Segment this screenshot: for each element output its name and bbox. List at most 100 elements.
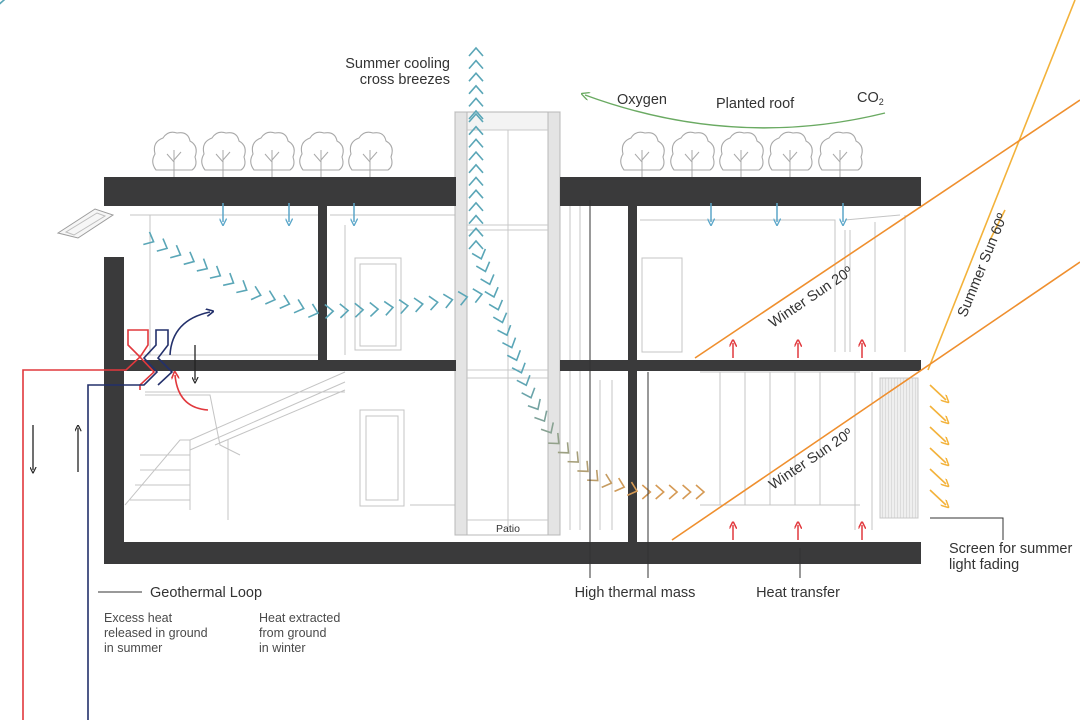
breeze-chevron <box>506 349 522 362</box>
breeze-chevron <box>383 300 395 316</box>
breeze-chevron <box>527 398 541 411</box>
breeze-chevron <box>587 469 599 482</box>
breeze-chevron <box>468 138 484 148</box>
breeze-chevron <box>468 163 484 174</box>
breeze-chevron <box>468 97 484 107</box>
breeze-chevron <box>468 71 484 82</box>
breeze-chevron <box>442 293 454 309</box>
breeze-chevron <box>293 299 305 314</box>
roof-tree-icon <box>250 131 295 177</box>
breeze-chevron <box>577 460 589 473</box>
breeze-chevron <box>516 374 531 387</box>
breeze-chevron <box>468 125 484 136</box>
roof-tree-icon <box>670 131 715 177</box>
summer-screen <box>879 377 919 519</box>
patio-shaft <box>454 111 561 536</box>
breeze-chevron <box>279 294 291 310</box>
breeze-chevron <box>502 337 517 349</box>
breeze-chevron <box>307 303 320 319</box>
geothermal-red-return <box>175 375 209 411</box>
light-fading-arrow <box>929 468 946 484</box>
breeze-chevron <box>468 239 484 250</box>
floor-slab-left <box>104 360 456 371</box>
roof-tree-icon <box>299 131 344 177</box>
breeze-chevron <box>468 176 484 187</box>
breeze-chevron <box>534 410 548 423</box>
breeze-chevron <box>668 484 679 500</box>
breeze-chevron <box>413 297 424 313</box>
breeze-chevron <box>614 477 626 493</box>
geothermal-red-pipe <box>22 329 156 720</box>
roof-tree-icon <box>719 131 764 177</box>
light-fading-arrow <box>929 384 946 400</box>
building-structure <box>104 177 921 564</box>
heat-extracted-line1: Heat extracted <box>259 611 340 625</box>
roof-slab-left <box>104 177 456 206</box>
breeze-chevron <box>601 473 613 489</box>
breeze-chevron <box>468 46 484 57</box>
oxygen-label: Oxygen <box>617 92 667 108</box>
summer-cooling-label-line1: Summer cooling <box>345 56 450 72</box>
breeze-chevron <box>369 301 380 318</box>
screen-label-line2: light fading <box>949 557 1019 573</box>
breeze-chevron <box>497 324 512 337</box>
breeze-chevron <box>488 299 504 311</box>
heat-transfer-label: Heat transfer <box>756 585 840 601</box>
breeze-chevron <box>484 286 499 299</box>
breeze-chevron <box>548 432 560 445</box>
roof-tree-icon <box>620 131 665 177</box>
ground-slab <box>104 542 921 564</box>
breeze-chevron <box>183 251 196 266</box>
breeze-chevron <box>156 238 169 252</box>
roof-tree-icon <box>201 131 246 177</box>
oxygen-co2-arrow <box>585 95 886 129</box>
screen-label-line1: Screen for summer <box>949 541 1072 557</box>
summer-cooling-label-line2: cross breezes <box>360 72 450 88</box>
breeze-chevron <box>557 442 570 454</box>
breeze-chevron <box>655 484 665 500</box>
winter-sun-ray-upper <box>694 99 1080 359</box>
roof-tree-icon <box>818 131 863 177</box>
floor-slab-right <box>560 360 921 371</box>
breeze-chevron <box>236 279 248 294</box>
left-wall <box>104 257 124 564</box>
breeze-chevron <box>398 299 410 315</box>
light-fading-arrow <box>929 405 946 421</box>
geothermal-blue-pipe <box>87 329 174 720</box>
breeze-chevron <box>468 201 484 212</box>
breeze-chevron <box>567 451 580 463</box>
cross-breeze-chevrons <box>0 0 706 500</box>
summer-sun-ray-upper <box>927 0 1076 371</box>
winter-sun-lower-label: Winter Sun 20º <box>766 425 856 493</box>
co2-label: CO2 <box>857 90 884 107</box>
roof-cooling-arrows <box>223 203 843 222</box>
high-thermal-mass-label: High thermal mass <box>575 585 696 601</box>
heat-transfer-arrows <box>733 343 862 540</box>
breeze-chevron <box>250 285 262 301</box>
heat-extracted-line3: in winter <box>259 641 306 655</box>
roof-tree-icon <box>768 131 813 177</box>
breeze-chevron <box>339 303 350 319</box>
breeze-chevron <box>209 265 222 279</box>
breeze-chevron <box>468 112 484 123</box>
light-fading-arrow <box>929 426 946 442</box>
geothermal-loop-label: Geothermal Loop <box>150 585 262 601</box>
light-fading-arrows <box>929 384 946 505</box>
light-fading-arrow <box>929 447 946 463</box>
summer-sun-label: Summer Sun 60º <box>955 211 1011 320</box>
excess-heat-line3: in summer <box>104 641 162 655</box>
breeze-chevron <box>682 484 692 500</box>
breeze-chevron <box>354 302 365 318</box>
breeze-chevron <box>468 150 484 161</box>
breeze-chevron <box>428 295 439 311</box>
breeze-chevron <box>324 303 335 320</box>
breeze-chevron <box>468 227 484 237</box>
roof-slab-right <box>560 177 921 206</box>
breeze-chevron <box>0 0 6 5</box>
light-fading-arrow <box>929 489 946 505</box>
breeze-chevron <box>475 261 491 273</box>
breeze-chevron <box>492 312 508 324</box>
breeze-chevron <box>196 258 209 272</box>
planted-roof-trees-right <box>620 131 863 177</box>
